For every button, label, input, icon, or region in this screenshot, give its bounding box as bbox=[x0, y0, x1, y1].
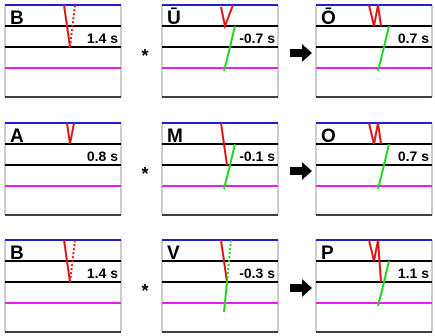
up-stroke-dotted-green bbox=[226, 239, 232, 283]
stroke-trace bbox=[368, 239, 390, 307]
up-stroke-green bbox=[377, 143, 390, 190]
panel-letter: O bbox=[321, 126, 336, 147]
panel-letter: V bbox=[167, 243, 180, 264]
stroke-trace bbox=[63, 4, 76, 48]
panel-time: 0.7 s bbox=[398, 148, 429, 164]
panel-letter: B bbox=[10, 8, 24, 29]
panel-time: 1.4 s bbox=[87, 265, 118, 281]
down-stroke bbox=[220, 122, 228, 166]
stroke-trace bbox=[368, 4, 390, 72]
stroke-trace bbox=[220, 122, 236, 190]
panel-letter: Ō bbox=[321, 8, 336, 29]
panel-letter: P bbox=[321, 243, 334, 264]
down-stroke bbox=[220, 239, 228, 283]
panel-letter: A bbox=[10, 126, 24, 147]
panel-r3-c1: B 1.4 s bbox=[4, 239, 122, 333]
panel-time: -0.7 s bbox=[239, 30, 275, 46]
panel-r2-c3: O 0.7 s bbox=[315, 122, 433, 216]
down-stroke bbox=[63, 239, 71, 283]
up-stroke-green bbox=[223, 25, 236, 72]
double-v-stroke bbox=[368, 239, 382, 283]
right-arrow-icon bbox=[290, 279, 312, 297]
down-up-stroke bbox=[220, 4, 234, 30]
panel-letter: M bbox=[167, 126, 183, 147]
panel-time: 0.7 s bbox=[398, 30, 429, 46]
double-v-stroke bbox=[368, 122, 382, 145]
right-arrow-icon bbox=[290, 162, 312, 180]
stroke-trace bbox=[220, 4, 236, 72]
right-arrow-icon bbox=[290, 44, 312, 62]
panels-layer: B 1.4 s Ū -0.7 s Ō 0.7 s A 0.8 s M -0.1 s O 0.7 s B 1… bbox=[4, 4, 433, 333]
panel-r3-c2: V -0.3 s bbox=[161, 239, 279, 333]
up-stroke-green bbox=[377, 25, 390, 72]
up-stroke-green bbox=[223, 143, 236, 190]
panel-r1-c2: Ū -0.7 s bbox=[161, 4, 279, 98]
up-stroke-green bbox=[223, 281, 228, 313]
double-v-stroke bbox=[368, 4, 382, 27]
up-stroke-green bbox=[377, 260, 390, 307]
panel-time: 1.1 s bbox=[398, 265, 429, 281]
stroke-trace bbox=[66, 122, 75, 145]
multiply-operator: * bbox=[141, 46, 148, 66]
stroke-trace bbox=[63, 239, 76, 283]
up-stroke-dotted bbox=[69, 4, 76, 48]
stroke-trace bbox=[220, 239, 232, 313]
operators-layer: * * * bbox=[141, 44, 312, 301]
down-stroke bbox=[63, 4, 71, 48]
panel-r2-c2: M -0.1 s bbox=[161, 122, 279, 216]
panel-time: 0.8 s bbox=[87, 148, 118, 164]
multiply-operator: * bbox=[141, 281, 148, 301]
stroke-trace bbox=[368, 122, 390, 190]
up-stroke-dotted bbox=[69, 239, 76, 283]
panel-letter: B bbox=[10, 243, 24, 264]
panel-r1-c1: B 1.4 s bbox=[4, 4, 122, 98]
panel-time: 1.4 s bbox=[87, 30, 118, 46]
panel-time: -0.1 s bbox=[239, 148, 275, 164]
multiply-operator: * bbox=[141, 164, 148, 184]
panel-r3-c3: P 1.1 s bbox=[315, 239, 433, 333]
panel-r2-c1: A 0.8 s bbox=[4, 122, 122, 216]
panel-letter: Ū bbox=[167, 8, 181, 29]
panel-r1-c3: Ō 0.7 s bbox=[315, 4, 433, 98]
v-stroke bbox=[66, 122, 75, 145]
panel-time: -0.3 s bbox=[239, 265, 275, 281]
